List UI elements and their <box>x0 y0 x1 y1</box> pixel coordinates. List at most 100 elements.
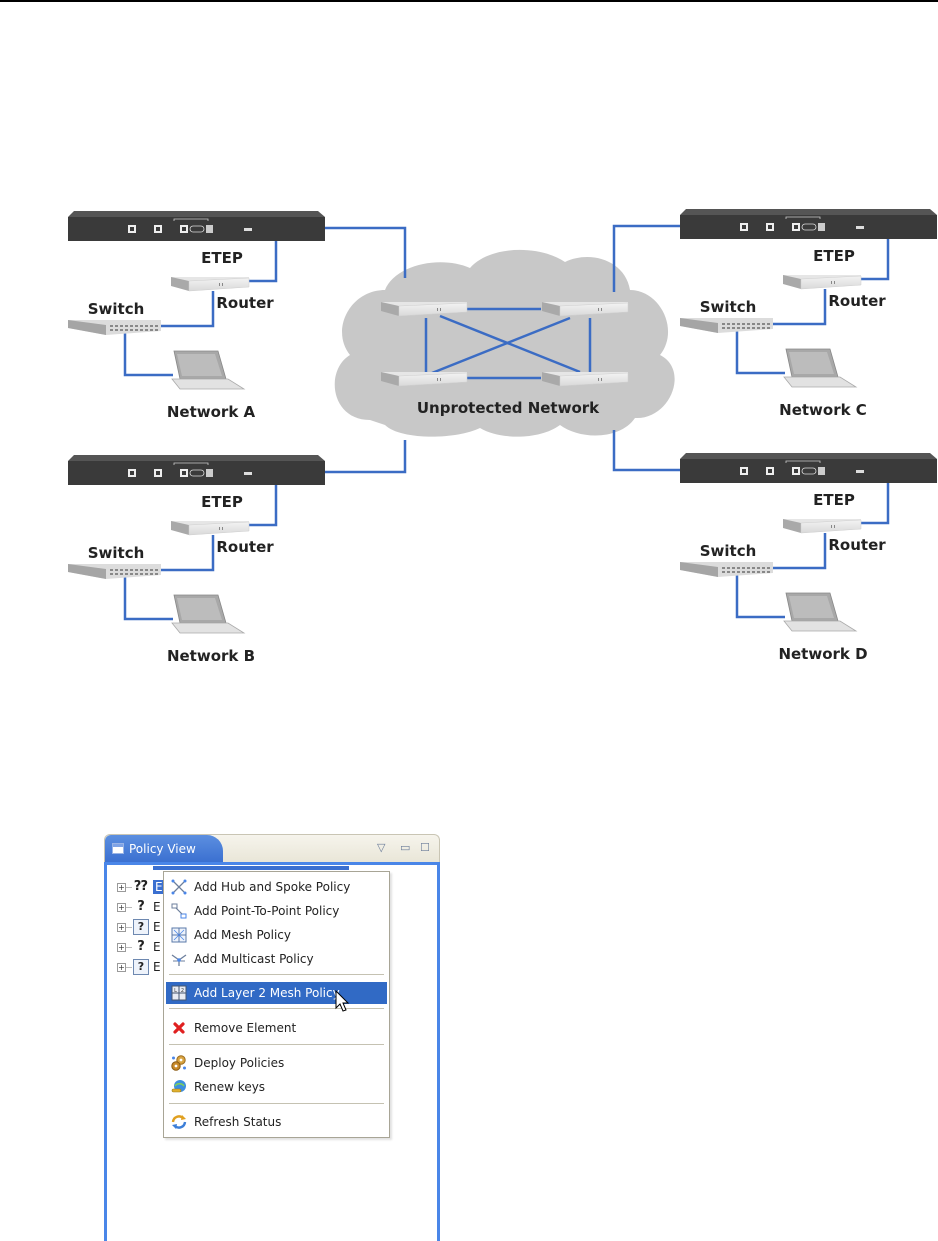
multicast-policy-icon: ? <box>137 939 145 954</box>
router-label: Router <box>828 292 886 310</box>
menu-item-add-mesh[interactable]: Add Mesh Policy <box>166 924 387 946</box>
etep-appliance-icon <box>680 209 937 239</box>
cloud-switch-icon <box>542 372 629 387</box>
expand-icon[interactable]: + <box>117 963 126 972</box>
tree-item[interactable]: + ⁇ E <box>117 879 165 894</box>
menu-item-deploy-policies[interactable]: Deploy Policies <box>166 1052 387 1074</box>
switch-label: Switch <box>700 298 757 316</box>
uplink-wire-d <box>612 430 680 472</box>
menu-separator <box>169 1103 384 1105</box>
menu-separator <box>169 974 384 976</box>
site-wires <box>735 239 890 375</box>
router-icon <box>171 277 250 292</box>
laptop-icon <box>783 592 858 632</box>
expand-icon[interactable]: + <box>117 883 126 892</box>
network-diagram: Unprotected Network ETEPRouterSwitchNetw… <box>68 209 937 665</box>
switch-label: Switch <box>88 544 145 562</box>
laptop-icon <box>171 350 246 390</box>
point-to-point-icon <box>171 903 187 919</box>
etep-label: ETEP <box>813 491 855 509</box>
switch-label: Switch <box>88 300 145 318</box>
router-label: Router <box>216 538 274 556</box>
policy-view-title: Policy View <box>129 842 196 856</box>
expand-icon[interactable]: + <box>117 903 126 912</box>
cloud-switch-icon <box>542 302 629 317</box>
network-label: Network C <box>779 401 867 419</box>
cloud-switch-icon <box>381 302 468 317</box>
etep-label: ETEP <box>201 249 243 267</box>
tree-item[interactable]: + ? E <box>117 939 161 954</box>
site-wires <box>123 241 278 377</box>
multicast-icon <box>171 954 187 966</box>
svg-text:L: L <box>174 988 177 994</box>
site-wires <box>735 483 890 619</box>
etep-appliance-icon <box>68 211 325 241</box>
hub-spoke-icon <box>171 879 187 895</box>
cloud-switches <box>381 302 629 387</box>
menu-item-add-hub-and-spoke[interactable]: Add Hub and Spoke Policy <box>166 876 387 898</box>
router-label: Router <box>828 536 886 554</box>
menu-item-add-point-to-point[interactable]: Add Point-To-Point Policy <box>166 900 387 922</box>
view-icon <box>112 843 124 854</box>
mesh-icon <box>171 927 187 943</box>
laptop-icon <box>171 594 246 634</box>
menu-item-refresh-status[interactable]: Refresh Status <box>166 1111 387 1133</box>
laptop-icon <box>783 348 858 388</box>
hub-spoke-policy-icon: ⁇ <box>134 879 148 894</box>
cloud-label: Unprotected Network <box>417 399 600 417</box>
tree-item[interactable]: + ? E <box>117 919 161 935</box>
cloud-switch-icon <box>381 372 468 387</box>
menu-item-remove-element[interactable]: Remove Element <box>166 1017 387 1039</box>
uplink-wire-a <box>325 226 407 278</box>
router-icon <box>783 519 862 534</box>
expand-icon[interactable]: + <box>117 943 126 952</box>
refresh-icon <box>171 1115 187 1129</box>
tree-item[interactable]: + ? E <box>117 959 161 975</box>
site-wires <box>123 485 278 621</box>
view-menu-icon[interactable]: ▽ <box>377 841 386 854</box>
layer2-mesh-icon: L 2 <box>171 985 187 1001</box>
switch-icon <box>68 320 161 335</box>
selection-highlight <box>153 866 349 870</box>
expand-icon[interactable]: + <box>117 923 126 932</box>
network-label: Network B <box>167 647 255 665</box>
router-label: Router <box>216 294 274 312</box>
etep-appliance-icon <box>680 453 937 483</box>
mesh-policy-icon: ? <box>133 919 149 935</box>
network-label: Network D <box>778 645 867 663</box>
menu-separator <box>169 1044 384 1046</box>
switch-icon <box>680 562 773 577</box>
context-menu: Add Hub and Spoke Policy Add Point-To-Po… <box>163 871 390 1138</box>
menu-separator <box>169 1008 384 1010</box>
uplink-wires <box>325 224 680 474</box>
etep-label: ETEP <box>813 247 855 265</box>
router-icon <box>783 275 862 290</box>
svg-text:2: 2 <box>181 988 184 994</box>
point-to-point-policy-icon: ? <box>137 899 145 914</box>
uplink-wire-b <box>325 440 407 474</box>
cloud-mesh-links <box>424 307 592 380</box>
minimize-icon[interactable]: ▭ <box>400 841 411 854</box>
policy-view-tabbar: Policy View ▽ ▭ ☐ <box>104 834 440 863</box>
router-icon <box>171 521 250 536</box>
deploy-icon <box>171 1055 186 1071</box>
mouse-cursor-icon <box>335 990 350 1012</box>
menu-item-add-layer2-mesh[interactable]: L 2 Add Layer 2 Mesh Policy <box>166 982 387 1004</box>
switch-icon <box>68 564 161 579</box>
remove-icon <box>173 1022 185 1034</box>
switch-icon <box>680 318 773 333</box>
uplink-wire-c <box>612 224 680 292</box>
mesh-link <box>439 314 581 374</box>
layer2-mesh-policy-icon: ? <box>133 959 149 975</box>
menu-item-renew-keys[interactable]: Renew keys <box>166 1076 387 1098</box>
maximize-icon[interactable]: ☐ <box>420 841 430 854</box>
tab-policy-view[interactable]: Policy View <box>105 835 223 863</box>
page-top-rule <box>0 0 938 2</box>
menu-item-add-multicast[interactable]: Add Multicast Policy <box>166 948 387 970</box>
mesh-link <box>431 316 571 375</box>
tree-item[interactable]: + ? E <box>117 899 161 914</box>
renew-keys-icon <box>171 1080 186 1093</box>
